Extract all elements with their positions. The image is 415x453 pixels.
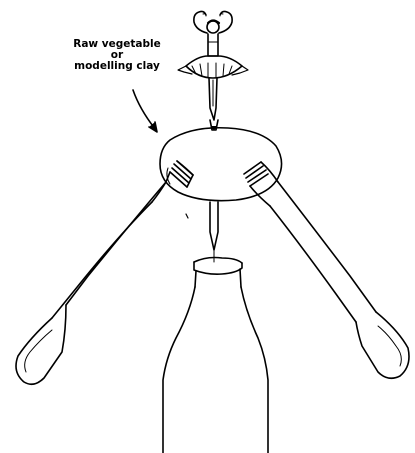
fork-icon [16, 161, 193, 384]
pointer-arrow-icon [133, 90, 157, 132]
needle-icon [210, 202, 218, 262]
ballerina-icon [178, 11, 248, 130]
bottle-icon [163, 258, 268, 453]
fork-icon [244, 162, 409, 378]
